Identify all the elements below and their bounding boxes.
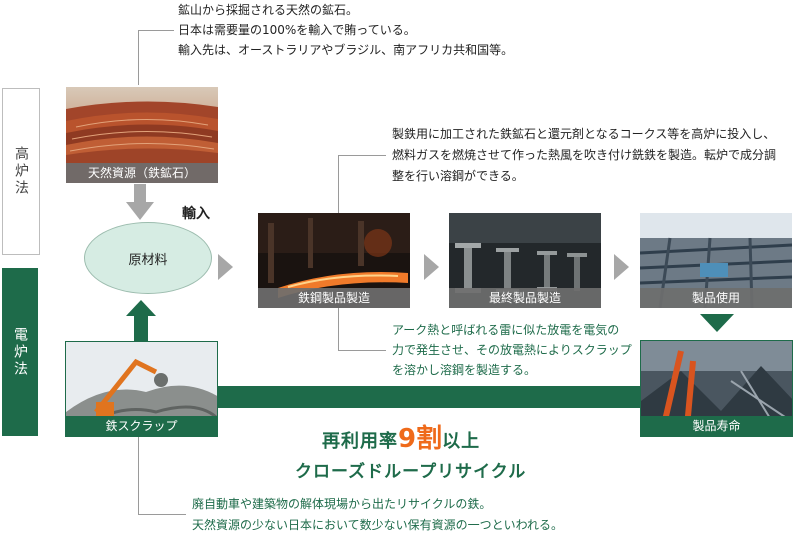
furnace-note-line: 製鉄用に加工された鉄鉱石と還元剤となるコークス等を高炉に投入し、	[392, 127, 776, 141]
furnace-description: 製鉄用に加工された鉄鉱石と還元剤となるコークス等を高炉に投入し、 燃料ガスを燃焼…	[392, 124, 776, 187]
scrap-leader-line-h	[138, 514, 186, 515]
iron-ore-photo: 天然資源（鉄鉱石）	[66, 87, 218, 183]
arc-note-line: を溶かし溶鋼を製造する。	[392, 363, 537, 377]
life-down-arrow	[700, 314, 734, 332]
closed-loop-title: クローズドループリサイクル	[295, 462, 527, 482]
blast-furnace-method-label: 高炉法	[2, 88, 40, 255]
ore-leader-line	[138, 30, 139, 85]
use-caption: 製品使用	[640, 288, 792, 308]
ore-leader-line-h	[138, 30, 174, 31]
steel-manufacture-photo: 鉄鋼製品製造	[258, 213, 410, 308]
raw-material-label: 原材料	[128, 252, 168, 268]
raw-material-node: 原材料	[84, 222, 212, 294]
furnace-leader-line	[338, 155, 339, 213]
recycle-rate-suffix: 以上	[442, 431, 481, 452]
scrap-note-line: 天然資源の少ない日本において数少ない保有資源の一つといわれる。	[192, 518, 564, 532]
arc-note-line: 力で発生させ、その放電熱によりスクラップ	[392, 343, 632, 357]
blast-furnace-text: 高炉法	[13, 146, 29, 197]
furnace-leader-line-h	[338, 155, 386, 156]
ore-caption: 天然資源（鉄鉱石）	[66, 163, 218, 183]
ore-note-line: 日本は需要量の100%を輸入で賄っている。	[178, 23, 416, 37]
life-caption: 製品寿命	[641, 416, 792, 436]
arc-note-line: アーク熱と呼ばれる雷に似た放電を電気の	[392, 323, 620, 337]
furnace-note-line: 燃料ガスを燃焼させて作った熱風を吹き付け銑鉄を製造。転炉で成分調	[392, 148, 777, 162]
scrap-leader-line	[138, 437, 139, 514]
final-product-photo: 最終製品製造	[449, 213, 601, 308]
recycle-rate: 再利用率9割以上	[322, 418, 480, 455]
chevron-right-icon	[218, 254, 233, 280]
arc-leader-line-h	[338, 350, 386, 351]
final-caption: 最終製品製造	[449, 288, 601, 308]
closed-loop-band	[216, 386, 642, 408]
recycle-rate-prefix: 再利用率	[322, 431, 398, 452]
ore-note-line: 輸入先は、オーストラリアやブラジル、南アフリカ共和国等。	[178, 43, 514, 57]
import-down-arrow	[126, 184, 154, 220]
chevron-right-icon	[424, 254, 439, 280]
ore-note-line: 鉱山から採掘される天然の鉱石。	[178, 3, 359, 17]
arc-leader-line	[338, 308, 339, 350]
manufacture-caption: 鉄鋼製品製造	[258, 288, 410, 308]
scrap-note-line: 廃自動車や建築物の解体現場から出たリサイクルの鉄。	[192, 497, 492, 511]
scrap-up-arrow	[126, 300, 156, 342]
ore-description: 鉱山から採掘される天然の鉱石。 日本は需要量の100%を輸入で賄っている。 輸入…	[178, 0, 513, 60]
arc-description: アーク熱と呼ばれる雷に似た放電を電気の 力で発生させ、その放電熱によりスクラップ…	[392, 320, 632, 380]
furnace-note-line: 整を行い溶鋼ができる。	[392, 169, 524, 183]
product-life-photo: 製品寿命	[640, 340, 793, 437]
scrap-caption: 鉄スクラップ	[66, 416, 217, 436]
iron-scrap-photo: 鉄スクラップ	[65, 341, 218, 437]
scrap-description: 廃自動車や建築物の解体現場から出たリサイクルの鉄。 天然資源の少ない日本において…	[192, 494, 563, 536]
electric-furnace-text: 電炉法	[12, 326, 28, 378]
recycle-rate-value: 9割	[398, 424, 443, 454]
electric-furnace-method-label: 電炉法	[2, 268, 38, 436]
chevron-right-icon	[614, 254, 629, 280]
product-use-photo: 製品使用	[640, 213, 792, 308]
import-label: 輸入	[182, 206, 210, 222]
